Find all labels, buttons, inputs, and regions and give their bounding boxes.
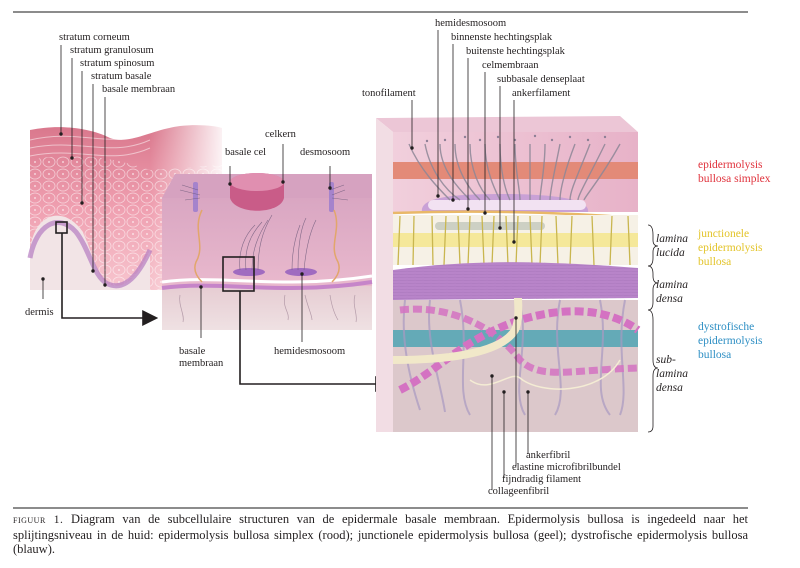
category-eb-dystrophic: dystrofische epidermolysis bullosa	[698, 320, 763, 362]
category-line: bullosa	[698, 349, 732, 361]
label-desmosoom: desmosoom	[300, 147, 351, 158]
leader-lines-right-bottom	[490, 316, 530, 490]
zone-lamina-lucida: lamina lucida	[656, 232, 688, 260]
label-fijndradig-filament: fijndradig filament	[502, 474, 582, 485]
label-celmembraan: celmembraan	[482, 60, 539, 71]
detail-block	[376, 116, 659, 433]
label-ankerfilament: ankerfilament	[512, 88, 571, 99]
label-stratum-corneum: stratum corneum	[59, 32, 130, 43]
zone-line: densa	[656, 293, 683, 305]
label-basale-cel: basale cel	[225, 147, 267, 158]
caption-rule	[13, 507, 748, 509]
label-basale-membraan-top: basale membraan	[102, 84, 176, 95]
zoom-box-hemidesmosome	[222, 256, 255, 292]
label-celkern: celkern	[265, 129, 296, 140]
leader-lines-left	[41, 45, 107, 299]
label-basale-membraan: basale membraan	[179, 346, 223, 370]
label-line: basale	[179, 346, 206, 357]
cell-block	[161, 173, 373, 330]
zone-line: lucida	[656, 247, 685, 259]
zone-lamina-densa: lamina densa	[656, 278, 688, 306]
label-dermis: dermis	[25, 307, 54, 318]
label-line: membraan	[179, 358, 224, 369]
category-eb-simplex: epidermolysis bullosa simplex	[698, 158, 771, 186]
label-stratum-spinosum: stratum spinosum	[80, 58, 155, 69]
caption-label: figuur 1.	[13, 514, 64, 526]
label-tonofilament: tonofilament	[362, 88, 416, 99]
category-eb-junctional: junctionele epidermolysis bullosa	[698, 227, 763, 269]
category-line: dystrofische	[698, 321, 755, 333]
label-elastine-microfibrilbundel: elastine microfibrilbundel	[512, 462, 621, 473]
figure-caption: figuur 1. Diagram van de subcellulaire s…	[13, 512, 748, 557]
zone-line: sub-	[656, 354, 676, 366]
category-line: epidermolysis	[698, 335, 763, 347]
label-buitenste-hechtingsplak: buitenste hechtingsplak	[466, 46, 565, 57]
zone-brackets	[647, 224, 659, 433]
zone-sub-lamina-densa: sub- lamina densa	[656, 353, 688, 395]
zone-line: densa	[656, 382, 683, 394]
zone-line: lamina	[656, 233, 688, 245]
label-ankerfibril: ankerfibril	[526, 450, 571, 461]
category-line: epidermolysis	[698, 159, 763, 171]
arrow-to-detail-block	[239, 291, 392, 392]
category-line: bullosa	[698, 256, 732, 268]
zone-line: lamina	[656, 279, 688, 291]
category-line: epidermolysis	[698, 242, 763, 254]
zone-line: lamina	[656, 368, 688, 380]
category-line: bullosa simplex	[698, 173, 771, 185]
caption-text: Diagram van de subcellulaire structuren …	[13, 512, 748, 556]
label-stratum-basale: stratum basale	[91, 71, 152, 82]
leader-lines-right-top	[410, 30, 516, 244]
category-line: junctionele	[698, 228, 750, 240]
leader-lines-middle	[199, 144, 332, 342]
label-hemidesmosoom-middle: hemidesmosoom	[274, 346, 346, 357]
label-binnenste-hechtingsplak: binnenste hechtingsplak	[451, 32, 553, 43]
label-collageenfibril: collageenfibril	[488, 486, 550, 497]
top-rule	[13, 11, 748, 13]
label-hemidesmosoom: hemidesmosoom	[435, 18, 507, 29]
label-subbasale-denseplaat: subbasale denseplaat	[497, 74, 585, 85]
arrow-to-cell-block	[61, 233, 159, 326]
label-stratum-granulosum: stratum granulosum	[70, 45, 154, 56]
